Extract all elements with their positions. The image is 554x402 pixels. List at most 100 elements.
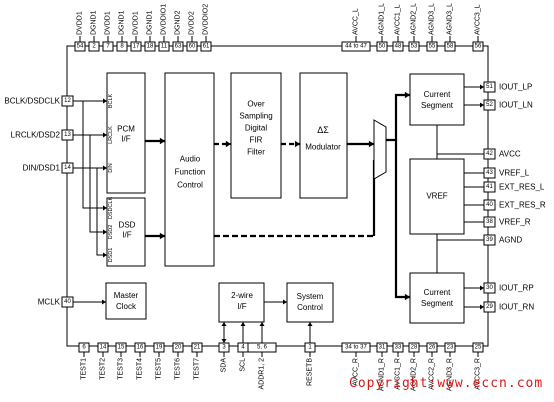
top-pin-name: DVDD1	[105, 11, 112, 35]
top-pin-name: DGND1	[91, 10, 98, 35]
right-pin-number: 43	[486, 170, 493, 176]
bottom-pin-number: 6	[82, 345, 86, 351]
pcm-port-label: BCLK	[108, 93, 114, 108]
pcm-if-label-line: I/F	[121, 135, 130, 144]
top-pin-number: 61	[203, 44, 210, 50]
current-segment-top-block	[409, 73, 465, 126]
top-pin-box	[158, 41, 170, 52]
top-pin-name: DGND2	[175, 10, 182, 35]
bottom-pin-name: RESETB	[307, 358, 314, 386]
bottom-pin-number: 23	[447, 345, 454, 351]
bottom-pin-name: AGND3_R	[447, 358, 454, 391]
bottom-pin-number: 19	[156, 345, 163, 351]
pcm-port-label: LRCLK	[108, 126, 114, 144]
top-pin-number: 58	[447, 44, 454, 50]
arrow-head	[103, 165, 107, 171]
right-pin-number: 51	[486, 84, 493, 90]
top-pin-box	[186, 41, 198, 52]
arrow-head	[159, 232, 165, 240]
master-clock-label-line: Clock	[116, 302, 137, 311]
current-segment-bottom-block	[409, 272, 465, 324]
system-control-label-line: System	[297, 292, 324, 301]
bottom-pin-number: 25	[475, 345, 482, 351]
top-pin-number: 63	[175, 44, 182, 50]
top-pin-name: DVDD2	[189, 11, 196, 35]
bottom-pin-name: TEST3	[118, 358, 125, 380]
bottom-pin-name: AVCC_R	[353, 358, 360, 386]
right-pin-number: 39	[486, 237, 493, 243]
right-pin-number: 52	[486, 102, 493, 108]
bottom-pin-name: TEST6	[175, 358, 182, 380]
right-pin-number: 40	[486, 202, 493, 208]
right-pin-name: IOUT_LN	[499, 101, 533, 110]
right-pin-name: VREF_R	[499, 218, 531, 227]
dsd-port-label: DSDCLK	[108, 197, 114, 220]
right-pin-name: VREF_L	[499, 169, 530, 178]
modulator-symbol: ΔΣ	[317, 125, 329, 135]
pcm-if-label-line: PCM	[117, 125, 135, 134]
fir-filter-label-line: FIR	[250, 136, 263, 145]
modulator-block	[299, 72, 348, 199]
current-segment-bottom-label-line: Current	[424, 288, 451, 297]
bottom-pin-number: 15	[118, 345, 125, 351]
arrow-head	[225, 140, 231, 148]
arrow-head	[240, 322, 246, 326]
arrow-head	[103, 252, 107, 258]
arrow-head	[259, 322, 265, 326]
bottom-pin-number: 5, 6	[257, 345, 268, 351]
left-pin-number: 13	[64, 132, 71, 138]
bottom-pin-number: 28	[411, 345, 418, 351]
arrow-head	[159, 137, 165, 145]
top-pin-name: DVDDIO2	[203, 4, 210, 35]
current-segment-top-label-line: Current	[424, 90, 451, 99]
top-pin-number: 7	[106, 44, 110, 50]
arrow-head	[103, 98, 107, 104]
copyright-watermark: Copyright:www.eccn.com	[349, 376, 544, 391]
top-pin-box	[444, 41, 456, 52]
top-pin-name: AGND3_L	[429, 3, 436, 35]
lrclk-to-dsd2-wire	[89, 135, 107, 233]
bottom-pin-name: AVCC2_R	[429, 358, 436, 390]
bottom-pin-number: 26	[429, 345, 436, 351]
top-pin-name: DVDD1	[77, 11, 84, 35]
fir-filter-label-line: Filter	[247, 148, 265, 157]
pcm-if-block	[106, 72, 146, 194]
top-pin-name: DGND1	[147, 10, 154, 35]
two-wire-if-label-line: 2-wire	[231, 291, 253, 300]
audio-function-control-block	[164, 72, 215, 267]
current-segment-top-label-line: Segment	[421, 101, 454, 110]
two-wire-if-block	[218, 282, 265, 323]
two-wire-if-label-line: I/F	[237, 302, 246, 311]
left-pin-number: 40	[64, 299, 71, 305]
left-pin-name: BCLK/DSDCLK	[4, 97, 60, 106]
bclk-to-dsdclk-wire	[82, 101, 107, 209]
audio-function-control-label-line: Audio	[180, 155, 201, 164]
top-pin-box	[116, 41, 128, 52]
right-pin-number: 41	[486, 184, 493, 190]
top-pin-box	[341, 41, 371, 52]
top-pin-name: AVCC3_L	[475, 4, 482, 35]
top-pin-box	[472, 41, 484, 52]
top-pin-name: DVDDIO1	[161, 4, 168, 35]
top-pin-number: 50	[379, 44, 386, 50]
current-segment-bottom-label-line: Segment	[421, 299, 454, 308]
pcm-port-label: DIN	[108, 163, 114, 173]
bottom-pin-name: TEST4	[137, 358, 144, 380]
top-pin-number: 11	[161, 44, 168, 50]
left-pin-number: 14	[64, 165, 71, 171]
bottom-pin-number: 31	[379, 345, 386, 351]
arrow-head	[404, 91, 410, 99]
dsd-port-label: DSD2	[108, 225, 114, 240]
arrow-head	[480, 304, 484, 310]
fir-filter-label-line: Over	[247, 100, 265, 109]
top-pin-number: 60	[189, 44, 196, 50]
bottom-pin-name: AVCC3_R	[475, 358, 482, 390]
left-pin-number: 12	[64, 98, 71, 104]
bottom-pin-number: 16	[137, 345, 144, 351]
arrow-head	[294, 140, 300, 148]
system-control-label-line: Control	[297, 303, 323, 312]
bottom-pin-number: 3	[222, 345, 226, 351]
bottom-pin-number: 20	[175, 345, 182, 351]
bottom-pin-number: 21	[194, 345, 201, 351]
